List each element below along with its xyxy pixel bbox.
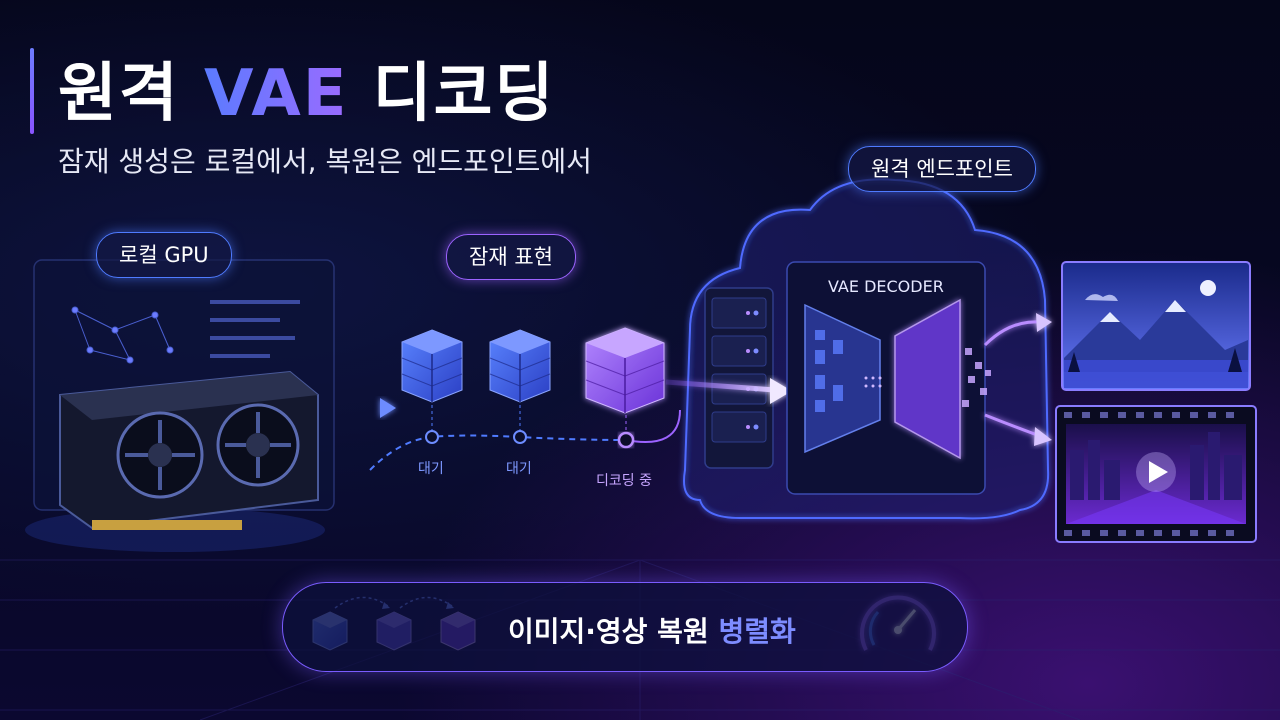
decoder-label: VAE DECODER	[828, 277, 944, 296]
queue-status-3: 디코딩 중	[596, 473, 652, 489]
page-subtitle: 잠재 생성은 로컬에서, 복원은 엔드포인트에서	[58, 145, 592, 178]
vae-decoder-box	[786, 261, 991, 495]
queue-status-1: 대기	[418, 461, 444, 477]
title-accent-bar	[30, 48, 34, 134]
local-gpu-label: 로컬 GPU	[96, 232, 232, 278]
queue-status-2: 대기	[506, 461, 532, 477]
remote-endpoint-label: 원격 엔드포인트	[848, 146, 1036, 192]
parallel-info-bar	[282, 582, 968, 672]
network-graph-icon	[71, 306, 174, 364]
video-icon	[1055, 405, 1257, 543]
latent-label: 잠재 표현	[446, 234, 576, 280]
server-rack-icon	[704, 287, 774, 469]
parallel-text: 이미지·영상 복원 병렬화	[508, 615, 796, 648]
arrow-decoder-to-video	[984, 413, 1052, 446]
latent-cube-icon-3	[585, 327, 665, 414]
image-icon	[1061, 261, 1251, 391]
gpu-icon	[25, 370, 325, 552]
arrow-decoder-to-image	[983, 313, 1052, 347]
panel-text-lines	[210, 300, 300, 358]
arrow-gpu-to-latent	[325, 398, 396, 418]
latent-cube-icon-2	[489, 329, 551, 403]
arrow-latent-to-decoder	[665, 378, 792, 404]
queue-timeline	[369, 405, 681, 471]
page-title: 원격 VAE 디코딩	[58, 57, 556, 131]
latent-cube-icon-1	[401, 329, 463, 403]
